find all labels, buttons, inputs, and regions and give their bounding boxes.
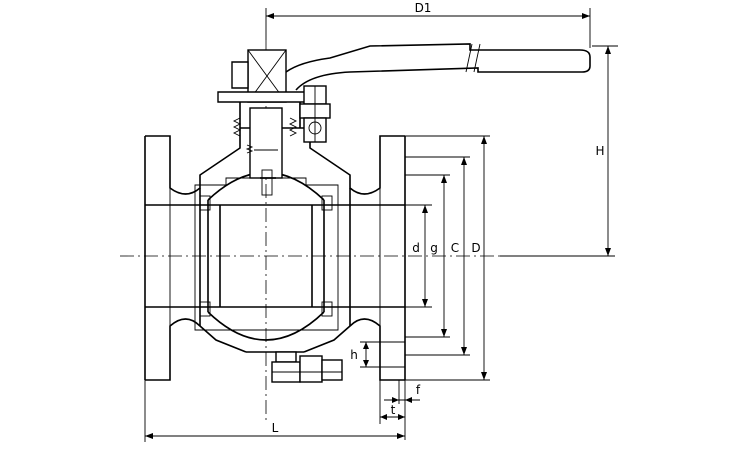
label-d: d [412,241,420,255]
dim-f: f [384,380,421,440]
dim-t: t [379,380,405,424]
lever-handle [217,43,591,103]
dim-D1: D1 [265,1,591,48]
dim-C: C [405,156,470,356]
label-g: g [430,241,438,255]
dim-D: D [405,135,490,381]
dim-h: h [350,341,405,368]
label-h: h [350,348,358,362]
label-C: C [451,241,459,255]
label-t: t [391,403,396,417]
stop-bolt [299,85,331,143]
dim-d: d [405,204,432,308]
label-L: L [272,421,279,435]
label-H: H [595,144,604,158]
drain-plug [246,351,343,383]
label-f: f [416,383,421,397]
dim-H: H [592,45,618,256]
label-D1: D1 [415,1,432,15]
valve-body [144,128,406,381]
dim-g: g [405,174,450,338]
label-D: D [471,241,480,255]
stem-bonnet [232,99,310,196]
dim-L: L [144,380,405,442]
